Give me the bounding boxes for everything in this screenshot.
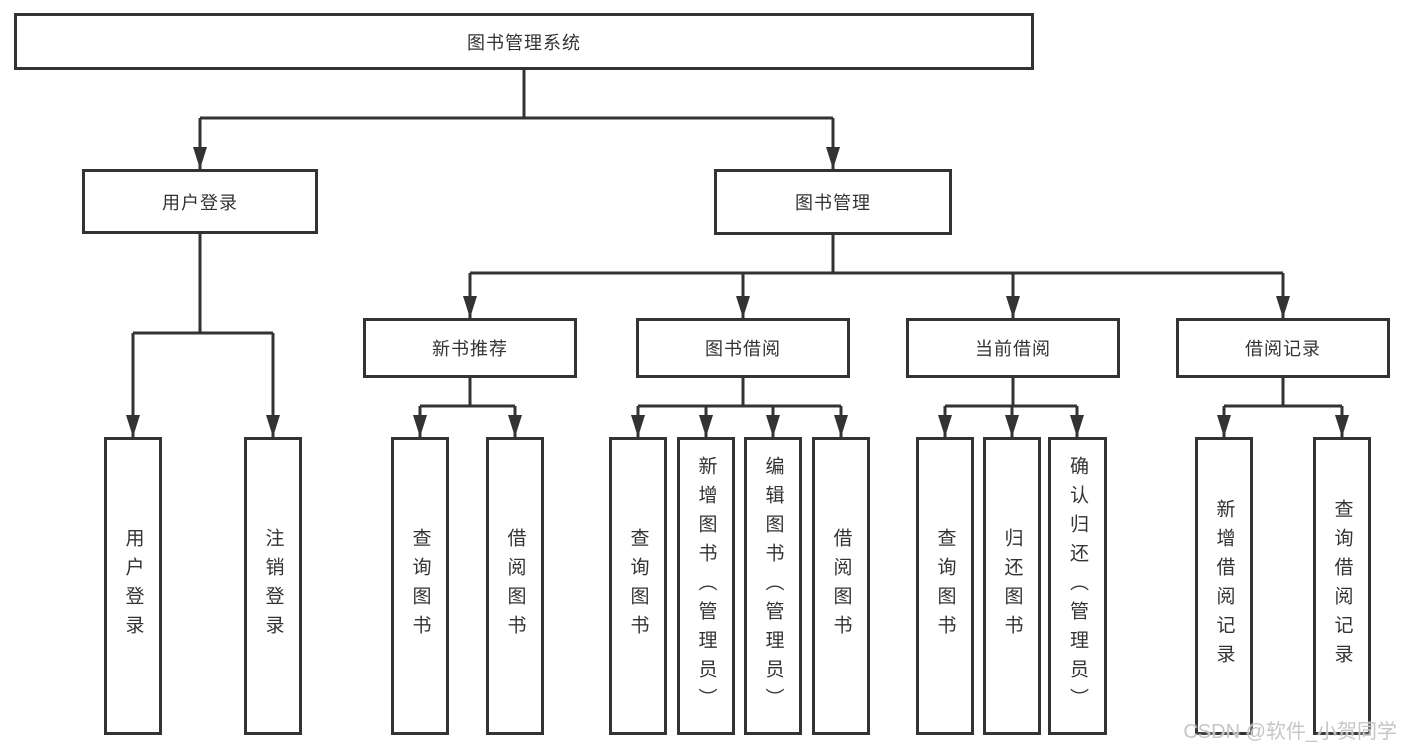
node-book-borrowing: 图书借阅 bbox=[636, 318, 850, 378]
node-library-management-system: 图书管理系统 bbox=[14, 13, 1034, 70]
node-label: 当前借阅 bbox=[975, 339, 1051, 359]
node-label: 新增图书（管理员） bbox=[695, 455, 717, 717]
node-book-management: 图书管理 bbox=[714, 169, 952, 235]
node-borrowing-records: 借阅记录 bbox=[1176, 318, 1390, 378]
leaf-confirm-return-admin: 确认归还（管理员） bbox=[1048, 437, 1107, 735]
node-user-login: 用户登录 bbox=[82, 169, 318, 234]
connector-root bbox=[200, 70, 833, 120]
leaf-borrow-books-2: 借阅图书 bbox=[812, 437, 870, 735]
node-label: 新书推荐 bbox=[432, 339, 508, 359]
node-current-borrowing: 当前借阅 bbox=[906, 318, 1120, 378]
leaf-user-login: 用户登录 bbox=[104, 437, 162, 735]
leaf-query-books-1: 查询图书 bbox=[391, 437, 449, 735]
connector-user-login bbox=[133, 234, 273, 335]
leaf-logout-login: 注销登录 bbox=[244, 437, 302, 735]
leaf-borrow-books-1: 借阅图书 bbox=[486, 437, 544, 735]
node-label: 编辑图书（管理员） bbox=[762, 455, 784, 717]
node-label: 查询图书 bbox=[934, 528, 956, 644]
connector-current-borrowing bbox=[945, 378, 1077, 408]
node-label: 查询借阅记录 bbox=[1331, 499, 1353, 673]
leaf-query-books-2: 查询图书 bbox=[609, 437, 667, 735]
connector-borrowing-records bbox=[1224, 378, 1342, 408]
connector-new-book bbox=[420, 378, 515, 408]
leaf-edit-books-admin: 编辑图书（管理员） bbox=[744, 437, 802, 735]
node-label: 确认归还（管理员） bbox=[1067, 455, 1088, 717]
node-label: 图书借阅 bbox=[705, 339, 781, 359]
node-label: 借阅图书 bbox=[830, 528, 852, 644]
node-label: 借阅图书 bbox=[504, 528, 526, 644]
node-label: 查询图书 bbox=[409, 528, 431, 644]
leaf-query-books-3: 查询图书 bbox=[916, 437, 974, 735]
connector-book-borrowing bbox=[638, 378, 841, 408]
node-label: 查询图书 bbox=[627, 528, 649, 644]
node-label: 新增借阅记录 bbox=[1213, 499, 1235, 673]
node-label: 图书管理 bbox=[795, 193, 871, 213]
leaf-query-borrow-record: 查询借阅记录 bbox=[1313, 437, 1371, 735]
leaf-add-borrow-record: 新增借阅记录 bbox=[1195, 437, 1253, 735]
csdn-watermark: CSDN @软件_小贺同学 bbox=[1183, 721, 1397, 743]
node-label: 注销登录 bbox=[262, 528, 284, 644]
node-label: 借阅记录 bbox=[1245, 339, 1321, 359]
leaf-return-books: 归还图书 bbox=[983, 437, 1041, 735]
node-label: 用户登录 bbox=[122, 528, 144, 644]
node-label: 归还图书 bbox=[1001, 528, 1023, 644]
leaf-add-books-admin: 新增图书（管理员） bbox=[677, 437, 735, 735]
node-label: 用户登录 bbox=[162, 192, 238, 213]
node-label: 图书管理系统 bbox=[467, 32, 581, 53]
connector-book-management bbox=[470, 235, 1283, 275]
node-new-book-recommendation: 新书推荐 bbox=[363, 318, 577, 378]
